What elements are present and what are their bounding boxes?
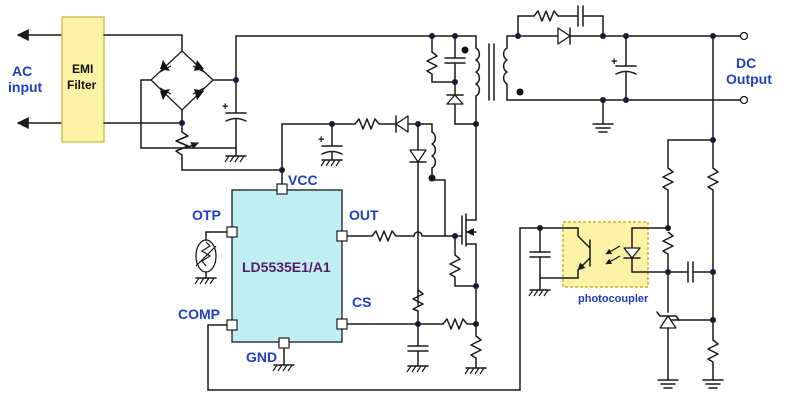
pin-comp-label: COMP — [178, 306, 220, 322]
dc-output-label-1: DC — [736, 55, 756, 71]
gate-drive — [345, 230, 446, 242]
controller-ic-body — [231, 189, 343, 343]
aux-diode-icon — [409, 149, 427, 163]
dc-output-terminal-neg — [739, 95, 749, 105]
opto-led-icon — [623, 247, 641, 259]
emi-filter-label-1: EMI — [72, 62, 93, 76]
dc-output-terminal-pos — [739, 31, 749, 41]
ac-input-label-1: AC — [12, 63, 32, 79]
ac-input-label-2: input — [8, 79, 43, 95]
photocoupler-label: photocoupler — [578, 293, 649, 305]
snubber — [426, 35, 477, 125]
vcc-supply: + — [279, 115, 446, 291]
vcc-diode-icon — [395, 115, 409, 133]
ac-input: AC input — [8, 29, 63, 129]
bulk-cap-polarity: + — [222, 101, 228, 113]
bridge-diamond — [150, 50, 214, 111]
pin-cs-label: CS — [352, 294, 371, 310]
transformer — [473, 35, 524, 127]
pin-gnd — [278, 337, 290, 349]
tl431-regulator-icon — [659, 315, 677, 329]
pin-gnd-label: GND — [246, 349, 277, 365]
feedback-network — [647, 35, 724, 389]
photocoupler: photocoupler — [207, 221, 669, 391]
otp-thermistor — [194, 231, 229, 285]
emi-filter: EMI Filter — [61, 16, 105, 143]
snubber-diode-icon — [446, 94, 464, 105]
current-sense — [345, 289, 487, 375]
dc-output-label-2: Output — [726, 71, 772, 87]
controller-ic-name: LD5535E1/A1 — [242, 259, 331, 275]
pin-comp — [226, 319, 238, 331]
power-mosfet — [444, 123, 479, 319]
output-schottky-diode-icon — [557, 27, 571, 45]
hv-startup — [175, 120, 283, 171]
pin-cs — [336, 318, 348, 330]
controller-ic: LD5535E1/A1 VCC OTP OUT COMP CS GND — [178, 169, 379, 372]
vcc-cap-polarity: + — [318, 134, 324, 146]
pin-otp — [226, 226, 238, 238]
output-cap-polarity: + — [611, 56, 617, 68]
bulk-capacitor: + — [222, 35, 247, 163]
secondary-rectifier: + DC Output — [506, 5, 772, 133]
emi-filter-box — [61, 16, 105, 143]
pin-out — [336, 230, 348, 242]
pin-vcc-label: VCC — [288, 172, 318, 188]
emi-filter-label-2: Filter — [67, 78, 97, 92]
pin-vcc — [276, 183, 288, 195]
pin-out-label: OUT — [349, 207, 379, 223]
bridge-rectifier — [103, 34, 239, 149]
pin-otp-label: OTP — [192, 207, 221, 223]
